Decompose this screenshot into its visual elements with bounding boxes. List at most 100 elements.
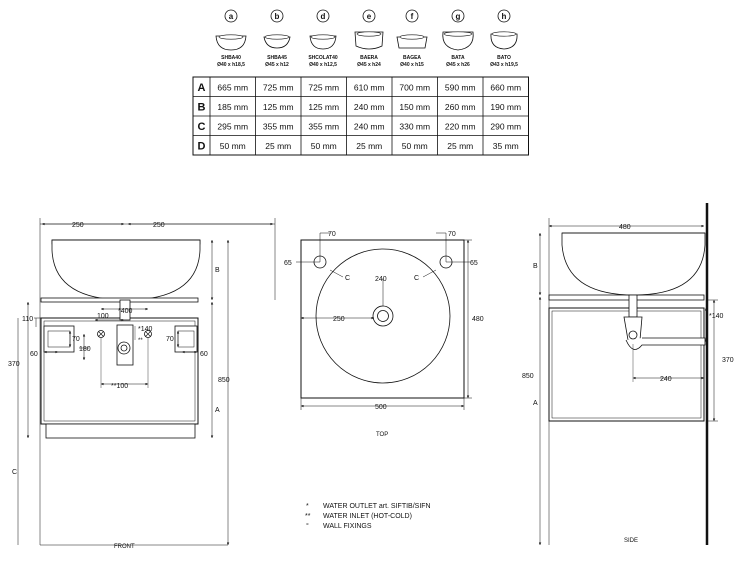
model-letter: h: [502, 12, 507, 21]
model-code: BAERA: [360, 55, 378, 61]
table-cell: 185 mm: [217, 102, 248, 112]
front-labels: 250 250 B A C 850 370 110 100 *400 *140 …: [8, 222, 230, 550]
note-text: WATER OUTLET art. SIFTIB/SIFN: [323, 503, 431, 510]
table-cell: 725 mm: [263, 82, 294, 92]
basin-icon: [215, 34, 247, 51]
dim-label: 250: [72, 222, 84, 229]
side-view: [538, 203, 718, 545]
dim-label: B: [215, 267, 220, 274]
dim-label: *140: [709, 313, 724, 320]
table-cell: 125 mm: [263, 102, 294, 112]
dim-label: *400: [118, 308, 133, 315]
side-view-title: SIDE: [624, 538, 638, 544]
dim-label: 70: [72, 336, 80, 343]
table-cell: 610 mm: [354, 82, 385, 92]
model-letter: d: [321, 12, 326, 21]
table-cell: 240 mm: [354, 102, 385, 112]
dim-label: 180: [79, 346, 91, 353]
top-view-title: TOP: [376, 432, 388, 438]
dim-label: *140: [138, 326, 153, 333]
front-view: [17, 218, 276, 546]
table-cell: 35 mm: [493, 141, 519, 151]
model-letter-badge: [362, 9, 376, 23]
dim-label: B: [533, 263, 538, 270]
basin-icon: [396, 34, 428, 49]
dim-label: C: [414, 275, 419, 282]
model-code: SHCOLAT40: [308, 55, 338, 61]
dim-label: C: [12, 469, 17, 476]
model-letter-badge: [270, 9, 284, 23]
model-code: SHBA40: [221, 55, 241, 61]
dim-label: 100: [97, 313, 109, 320]
table-cell: 725 mm: [308, 82, 339, 92]
model-code: BAGEA: [403, 55, 421, 61]
dim-label: 110: [22, 316, 33, 323]
dim-label: 250: [153, 222, 165, 229]
table-cell: 190 mm: [490, 102, 521, 112]
model-code: BATA: [451, 55, 465, 61]
dim-label: 250: [333, 316, 345, 323]
table-cell: 665 mm: [217, 82, 248, 92]
dim-label: 60: [200, 351, 208, 358]
table-cell: 260 mm: [445, 102, 476, 112]
model-size: Ø40 x h12,5: [309, 62, 337, 68]
table-cell: 50 mm: [220, 141, 246, 151]
table-cell: 125 mm: [308, 102, 339, 112]
dim-label: C: [345, 275, 350, 282]
table-cell: 150 mm: [399, 102, 430, 112]
table-cell: 355 mm: [308, 121, 339, 131]
model-size: Ø45 x h12: [265, 62, 289, 68]
note-text: WALL FIXINGS: [323, 523, 372, 530]
table-row-header: A: [198, 82, 206, 94]
model-letter: g: [456, 12, 461, 21]
model-letter-badge: [451, 9, 465, 23]
dim-label: **100: [111, 383, 128, 390]
table-cell: 25 mm: [447, 141, 473, 151]
table-cell: 25 mm: [265, 141, 291, 151]
basin-icon: [354, 31, 384, 50]
dim-label: 850: [218, 377, 230, 384]
table-cell: 295 mm: [217, 121, 248, 131]
dim-label: 60: [30, 351, 38, 358]
dim-label: A: [215, 407, 220, 414]
table-cell: 25 mm: [356, 141, 382, 151]
basin-icon: [263, 34, 291, 49]
note-mark: *: [306, 503, 309, 510]
model-letter-badge: [405, 9, 419, 23]
model-size: Ø40 x h15: [400, 62, 424, 68]
table-row-header: C: [198, 121, 206, 133]
table-cell: 290 mm: [490, 121, 521, 131]
table-cell: 220 mm: [445, 121, 476, 131]
dim-label: 480: [619, 224, 631, 231]
model-letter: e: [367, 12, 372, 21]
note-mark: **: [305, 513, 311, 520]
table-cell: 240 mm: [354, 121, 385, 131]
model-letter-badge: [224, 9, 238, 23]
dim-label: 65: [284, 260, 292, 267]
dim-label: A: [533, 400, 538, 407]
dim-label: **: [138, 338, 143, 344]
dimension-table: A 665 mm 725 mm 725 mm 610 mm 700 mm 590 mm 660…: [192, 76, 529, 156]
table-cell: 700 mm: [399, 82, 430, 92]
table-row-header: D: [198, 140, 206, 152]
model-letter-badge: [316, 9, 330, 23]
table-cell: 660 mm: [490, 82, 521, 92]
top-labels: 70 70 65 65 C C 240 250 480 500 TOP: [284, 231, 484, 438]
dim-label: 850: [522, 373, 534, 380]
table-cell: 590 mm: [445, 82, 476, 92]
model-size: Ø43 x h19,5: [490, 62, 518, 68]
model-letter: a: [229, 12, 234, 21]
legend-notes: * WATER OUTLET art. SIFTIB/SIFN ** WATER…: [305, 503, 431, 530]
top-view: [296, 232, 472, 410]
table-cell: 50 mm: [402, 141, 428, 151]
front-view-title: FRONT: [114, 544, 135, 550]
note-mark: °: [306, 522, 309, 530]
dim-label: 240: [375, 276, 387, 283]
basin-icon: [309, 34, 337, 50]
